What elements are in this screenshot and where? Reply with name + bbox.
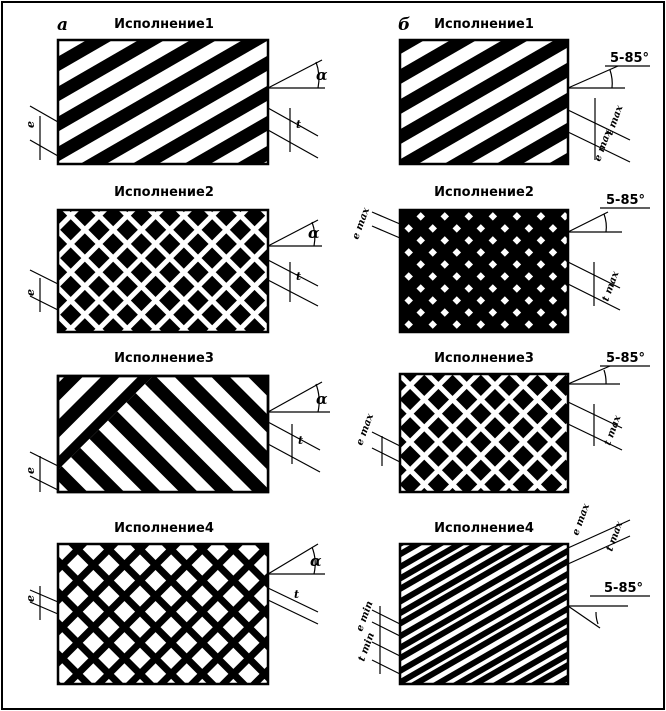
svg-text:t max: t max: [602, 413, 623, 447]
panel-a1: Исполнение1 α t e: [24, 17, 328, 166]
panel-b1-title: Исполнение1: [434, 17, 534, 32]
panel-b2: Исполнение2 5-85° t max e max: [350, 185, 650, 334]
panel-a2: Исполнение2 α t e: [24, 185, 322, 334]
e-label: e: [24, 121, 37, 128]
column-a-letter: а: [57, 15, 68, 35]
svg-text:e max: e max: [350, 205, 372, 241]
svg-text:e min: e min: [354, 600, 375, 633]
panel-a3: Исполнение3 α t e: [24, 351, 330, 494]
svg-text:t max: t max: [604, 519, 625, 553]
svg-text:5-85°: 5-85°: [606, 193, 645, 208]
panel-b2-title: Исполнение2: [434, 185, 534, 200]
panel-a2-title: Исполнение2: [114, 185, 214, 200]
angle-range-label: 5-85°: [610, 51, 649, 66]
svg-text:t: t: [298, 434, 303, 447]
svg-text:e: e: [24, 467, 37, 474]
panel-b3: Исполнение3 5-85° t max e max: [354, 351, 650, 494]
svg-text:t max: t max: [600, 269, 621, 303]
panel-a3-title: Исполнение3: [114, 351, 214, 366]
svg-text:5-85°: 5-85°: [604, 581, 643, 596]
panel-b4-title: Исполнение4: [434, 521, 534, 536]
alpha-label: α: [316, 66, 328, 84]
svg-text:e: e: [24, 595, 37, 602]
panel-a1-title: Исполнение1: [114, 17, 214, 32]
panel-b4: Исполнение4 e max t max 5-85° e min t mi…: [354, 501, 650, 686]
svg-text:e max: e max: [570, 501, 592, 537]
svg-text:e max: e max: [354, 411, 376, 447]
panel-a4-title: Исполнение4: [114, 521, 214, 536]
column-b-letter: б: [398, 15, 410, 35]
svg-text:e: e: [24, 289, 37, 296]
svg-text:α: α: [316, 390, 328, 408]
svg-text:α: α: [310, 552, 322, 570]
svg-text:α: α: [308, 224, 320, 242]
t-label: t: [296, 118, 301, 131]
panel-b3-title: Исполнение3: [434, 351, 534, 366]
svg-text:5-85°: 5-85°: [606, 351, 645, 366]
svg-text:t min: t min: [356, 631, 377, 663]
svg-text:t: t: [296, 270, 301, 283]
panel-b1: Исполнение1 5-85° t max e max: [398, 17, 650, 166]
panel-a4: Исполнение4 α t e: [24, 521, 325, 686]
svg-text:t: t: [294, 588, 299, 601]
